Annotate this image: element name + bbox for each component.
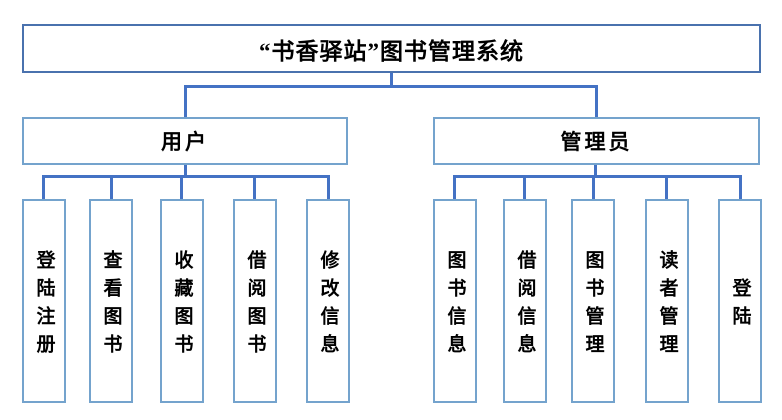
connector-drop-admin-child-4 [665, 175, 668, 199]
connector-drop-admin [595, 85, 598, 117]
leaf-node-borrow-info: 借阅信息 [503, 199, 547, 403]
connector-drop-user [184, 85, 187, 117]
leaf-node-login: 登陆 [718, 199, 762, 403]
leaf-label: 图书信息 [444, 249, 466, 362]
leaf-label: 读者管理 [656, 249, 678, 362]
leaf-node-login-register: 登陆注册 [22, 199, 66, 403]
leaf-label: 登陆注册 [33, 249, 55, 362]
connector-drop-user-child-3 [180, 175, 183, 199]
connector-drop-user-child-1 [42, 175, 45, 199]
leaf-label: 登陆 [729, 277, 751, 334]
leaf-node-book-info: 图书信息 [433, 199, 477, 403]
connector-drop-user-child-5 [327, 175, 330, 199]
root-node-system-title: “书香驿站”图书管理系统 [22, 24, 761, 73]
leaf-label: 图书管理 [582, 249, 604, 362]
connector-user-stub [184, 165, 187, 178]
connector-drop-user-child-4 [253, 175, 256, 199]
branch-admin-label: 管理员 [560, 130, 633, 154]
leaf-node-favorite-books: 收藏图书 [160, 199, 204, 403]
connector-user-bus [42, 175, 330, 178]
connector-level1-bus [184, 85, 598, 88]
leaf-label: 查看图书 [100, 249, 122, 362]
leaf-node-book-management: 图书管理 [571, 199, 615, 403]
connector-drop-admin-child-3 [592, 175, 595, 199]
leaf-node-edit-info: 修改信息 [306, 199, 350, 403]
connector-admin-bus [453, 175, 741, 178]
leaf-node-borrow-books: 借阅图书 [233, 199, 277, 403]
leaf-label: 修改信息 [317, 249, 339, 362]
branch-node-admin: 管理员 [433, 117, 760, 165]
connector-drop-user-child-2 [110, 175, 113, 199]
connector-root-stub [390, 73, 393, 87]
branch-user-label: 用户 [161, 130, 209, 154]
connector-drop-admin-child-5 [739, 175, 742, 199]
branch-node-user: 用户 [22, 117, 348, 165]
leaf-node-reader-management: 读者管理 [645, 199, 689, 403]
leaf-label: 借阅信息 [514, 249, 536, 362]
connector-drop-admin-child-2 [523, 175, 526, 199]
connector-drop-admin-child-1 [453, 175, 456, 199]
leaf-label: 借阅图书 [244, 249, 266, 362]
connector-admin-stub [594, 165, 597, 178]
leaf-label: 收藏图书 [171, 249, 193, 362]
leaf-node-view-books: 查看图书 [89, 199, 133, 403]
root-node-label: “书香驿站”图书管理系统 [259, 38, 524, 64]
